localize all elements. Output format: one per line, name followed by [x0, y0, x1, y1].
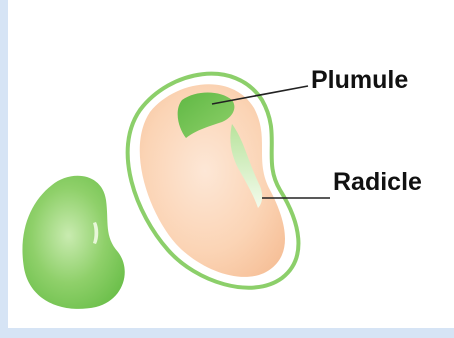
split-seed [128, 74, 299, 288]
plumule-label: Plumule [311, 68, 408, 93]
radicle-label: Radicle [333, 170, 422, 195]
whole-seed [22, 176, 124, 309]
